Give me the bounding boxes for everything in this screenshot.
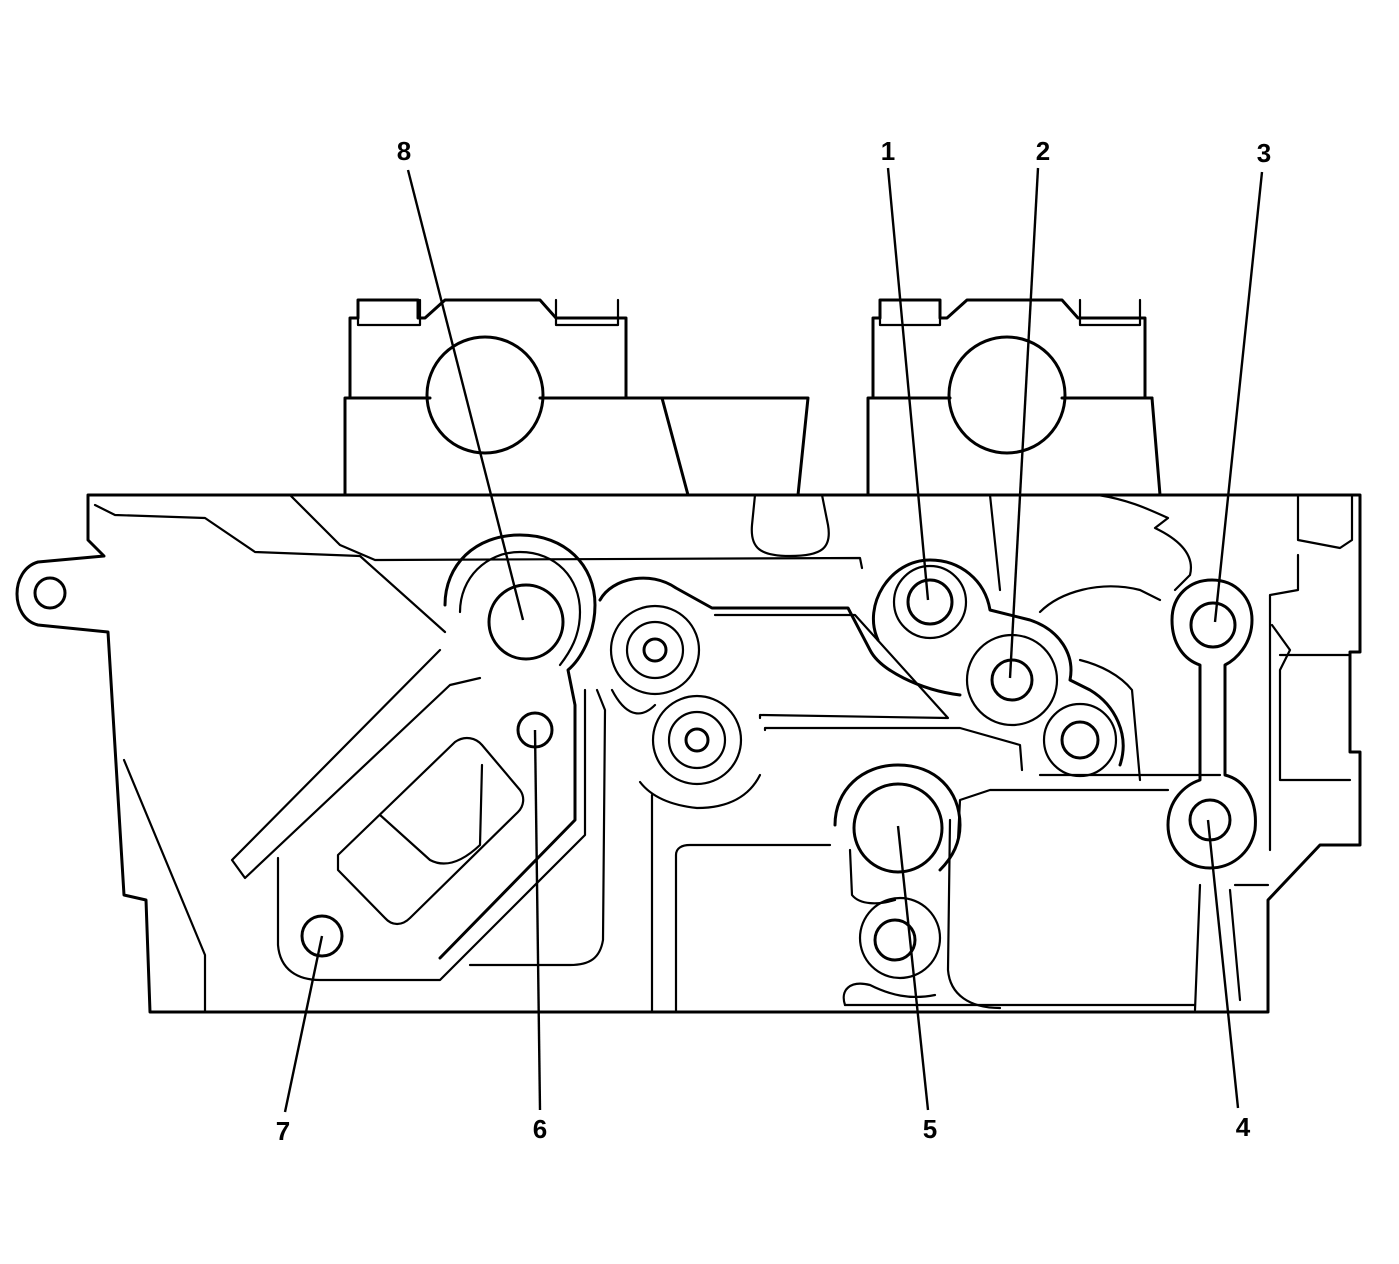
- leader-1: [886, 167, 930, 601]
- callout-1: 1: [881, 136, 895, 166]
- leader-8: [406, 169, 525, 621]
- leader-3: [1213, 171, 1264, 623]
- bolt-hole-7: [300, 914, 344, 958]
- callout-6: 6: [533, 1114, 547, 1144]
- callout-2: 2: [1036, 136, 1050, 166]
- callout-3: 3: [1257, 138, 1271, 168]
- leader-4: [1206, 819, 1240, 1109]
- callout-5: 5: [923, 1114, 937, 1144]
- callout-7: 7: [276, 1116, 290, 1146]
- leader-6: [533, 729, 542, 1111]
- coolant-passages: [93, 493, 1242, 1014]
- callout-labels: 1 2 3 4 5 6 7 8: [276, 136, 1271, 1146]
- oil-gallery-bosses: [598, 576, 962, 810]
- camshaft-cap-left: [343, 298, 810, 497]
- bolt-boss-8: [438, 533, 597, 960]
- bolt-boss-5: [833, 763, 962, 1007]
- camshaft-cap-right: [866, 298, 1162, 497]
- bolt-boss-1-2: [872, 558, 1125, 778]
- leader-2: [1008, 167, 1040, 679]
- head-outline: [15, 493, 1362, 1014]
- leader-7: [283, 935, 324, 1113]
- leader-lines: [283, 167, 1264, 1113]
- callout-8: 8: [397, 136, 411, 166]
- bolt-boss-3-4: [1166, 578, 1257, 870]
- callout-4: 4: [1236, 1112, 1251, 1142]
- leader-5: [896, 825, 930, 1111]
